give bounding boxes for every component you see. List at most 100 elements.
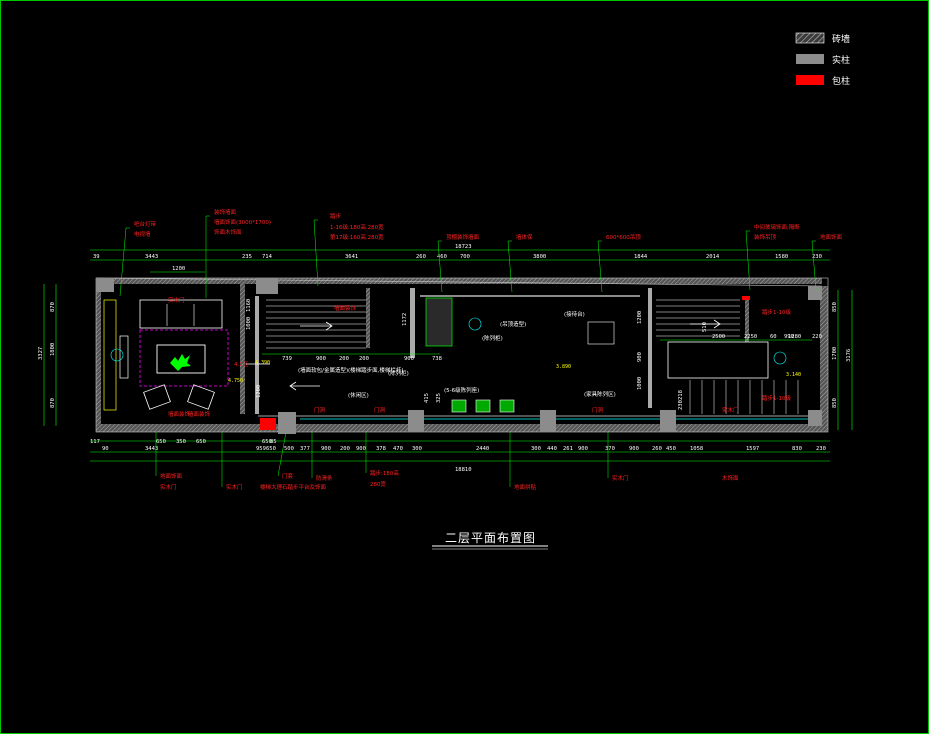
plan-outline-top (95, 277, 823, 287)
outer-wall-bottom (96, 424, 828, 432)
annotation-bottom-0: 地面饰面 (160, 472, 183, 480)
dim-top-3: 714 (262, 254, 273, 260)
plan-outline (95, 277, 829, 433)
dim-bottom-total: 18810 (455, 467, 472, 473)
dim-bottom-14: 440 (547, 446, 557, 452)
annotation-top-11: 中间玻璃饰面,隔断 (754, 223, 800, 231)
dim-top-7: 700 (460, 254, 470, 260)
annotation-inner-5: 门洞 (374, 406, 386, 414)
column-8 (808, 410, 822, 426)
dim-misc-3: 1200 (637, 311, 643, 324)
dim-top-11: 1580 (775, 254, 788, 260)
leader-top-3 (437, 240, 443, 293)
partition-5 (648, 288, 652, 408)
legend-swatch-hatch (795, 32, 825, 44)
dim-left-2: 1800 (50, 343, 56, 356)
leader-top-5 (597, 240, 603, 293)
leader-top-4 (507, 240, 513, 293)
dim-top-0: 39 (93, 254, 100, 260)
dim-top-6: 460 (437, 254, 447, 260)
dim-inner-0: 739 (282, 356, 292, 362)
arrow-1 (300, 321, 333, 331)
dim-misc-8: 1200 (256, 385, 262, 398)
diamond-marker-3 (773, 351, 787, 365)
level-mark-1: 4.750 (228, 378, 243, 384)
sofa (139, 299, 223, 329)
annotation-top-5: 踏步 (330, 212, 342, 220)
column-4 (408, 410, 424, 432)
rug (139, 329, 229, 387)
dim-top-1: 3443 (145, 254, 158, 260)
dim-bottom-5: 377 (300, 446, 310, 452)
dim-bottom-16: 900 (578, 446, 588, 452)
annotation-top-4: 饰面木饰面 (214, 228, 242, 236)
dim-bottom-22: 1597 (746, 446, 759, 452)
furniture (103, 297, 787, 413)
wrapped-column-1 (260, 418, 276, 430)
arrow-2 (289, 381, 320, 391)
dim-bottom-17: 370 (605, 446, 615, 452)
arrow-3 (690, 319, 721, 329)
annotation-bottom-5: 防滑条 (316, 474, 333, 482)
level-mark-0: 4.390 (255, 360, 270, 366)
column-3 (278, 412, 296, 434)
annotation-white-0: (墙面软包/金属造型) (298, 366, 348, 374)
dim-misc-1: 1000 (246, 317, 252, 330)
dim-top-2: 235 (242, 254, 252, 260)
dim-bottom-sub-3: 650 (196, 439, 206, 445)
annotation-bottom-10: 木饰面 (722, 474, 739, 482)
wrapped-column-2 (742, 296, 750, 300)
dim-bottom-sub-2: 350 (176, 439, 186, 445)
armchair-right (187, 384, 215, 410)
drawing-title: 二层平面布置图 (445, 531, 536, 545)
dim-top-5: 260 (416, 254, 426, 260)
annotation-white-4: (吊顶造型) (500, 320, 526, 328)
dim-top-10: 2014 (706, 254, 720, 260)
annotation-top-8: 顶棚装饰墙面 (446, 233, 480, 241)
stairs (266, 299, 799, 414)
plan-walls (95, 277, 829, 433)
column-6 (660, 410, 676, 432)
dim-inner-1: 900 (316, 356, 326, 362)
legend-swatch-red (796, 75, 824, 85)
annotation-top-1: 电视墙 (134, 230, 151, 238)
outer-wall-left (96, 278, 101, 432)
dim-bottom-6: 900 (321, 446, 331, 452)
dim-misc-6: 325 (436, 393, 442, 403)
annotation-inner-8: 踏步1-10级 (762, 394, 791, 402)
dim-left-1: 870 (50, 302, 56, 312)
annotation-bottom-4: 楼梯大理石踏步平台及饰面 (260, 483, 327, 491)
dim-right-inner-1: 2250 (744, 334, 757, 340)
dim-misc-4: 900 (637, 352, 643, 362)
annotation-bottom-2: 实木门 (226, 483, 243, 491)
annotation-top-9: 墙体保 (516, 233, 533, 241)
dim-bottom-sub-4: 650 (262, 439, 272, 445)
diamond-marker-1 (110, 348, 124, 362)
leader-top-7 (811, 240, 817, 291)
annotation-top-2: 装饰墙面 (214, 208, 237, 216)
column-1 (96, 278, 114, 292)
dim-right-2: 1700 (832, 347, 838, 360)
dim-right-inner-0: 2500 (712, 334, 725, 340)
dim-top-12: 230 (812, 254, 822, 260)
dim-bottom-24: 230 (816, 446, 826, 452)
column-7 (808, 286, 822, 300)
annotation-white-1: (楼梯踏步面,楼梯栏杆) (348, 366, 404, 374)
dimension-lines (43, 249, 853, 462)
annotation-inner-0: 实木门 (168, 296, 185, 304)
partition-6 (745, 296, 749, 342)
dim-bottom-4: 500 (284, 446, 294, 452)
dim-misc-7: 230 (678, 400, 684, 410)
partition-1 (240, 284, 245, 414)
display-case-1 (451, 399, 467, 413)
tv-cabinet (103, 299, 117, 411)
annotation-bottom-3: 门套 (282, 472, 294, 480)
dim-bottom-23: 830 (792, 446, 802, 452)
dim-misc-5: 415 (424, 393, 430, 403)
leader-top-2 (313, 219, 319, 287)
annotation-top-3: 墙面饰面(3000*1700) (214, 218, 271, 226)
reception-desk (667, 341, 769, 379)
partition-2 (255, 296, 259, 414)
